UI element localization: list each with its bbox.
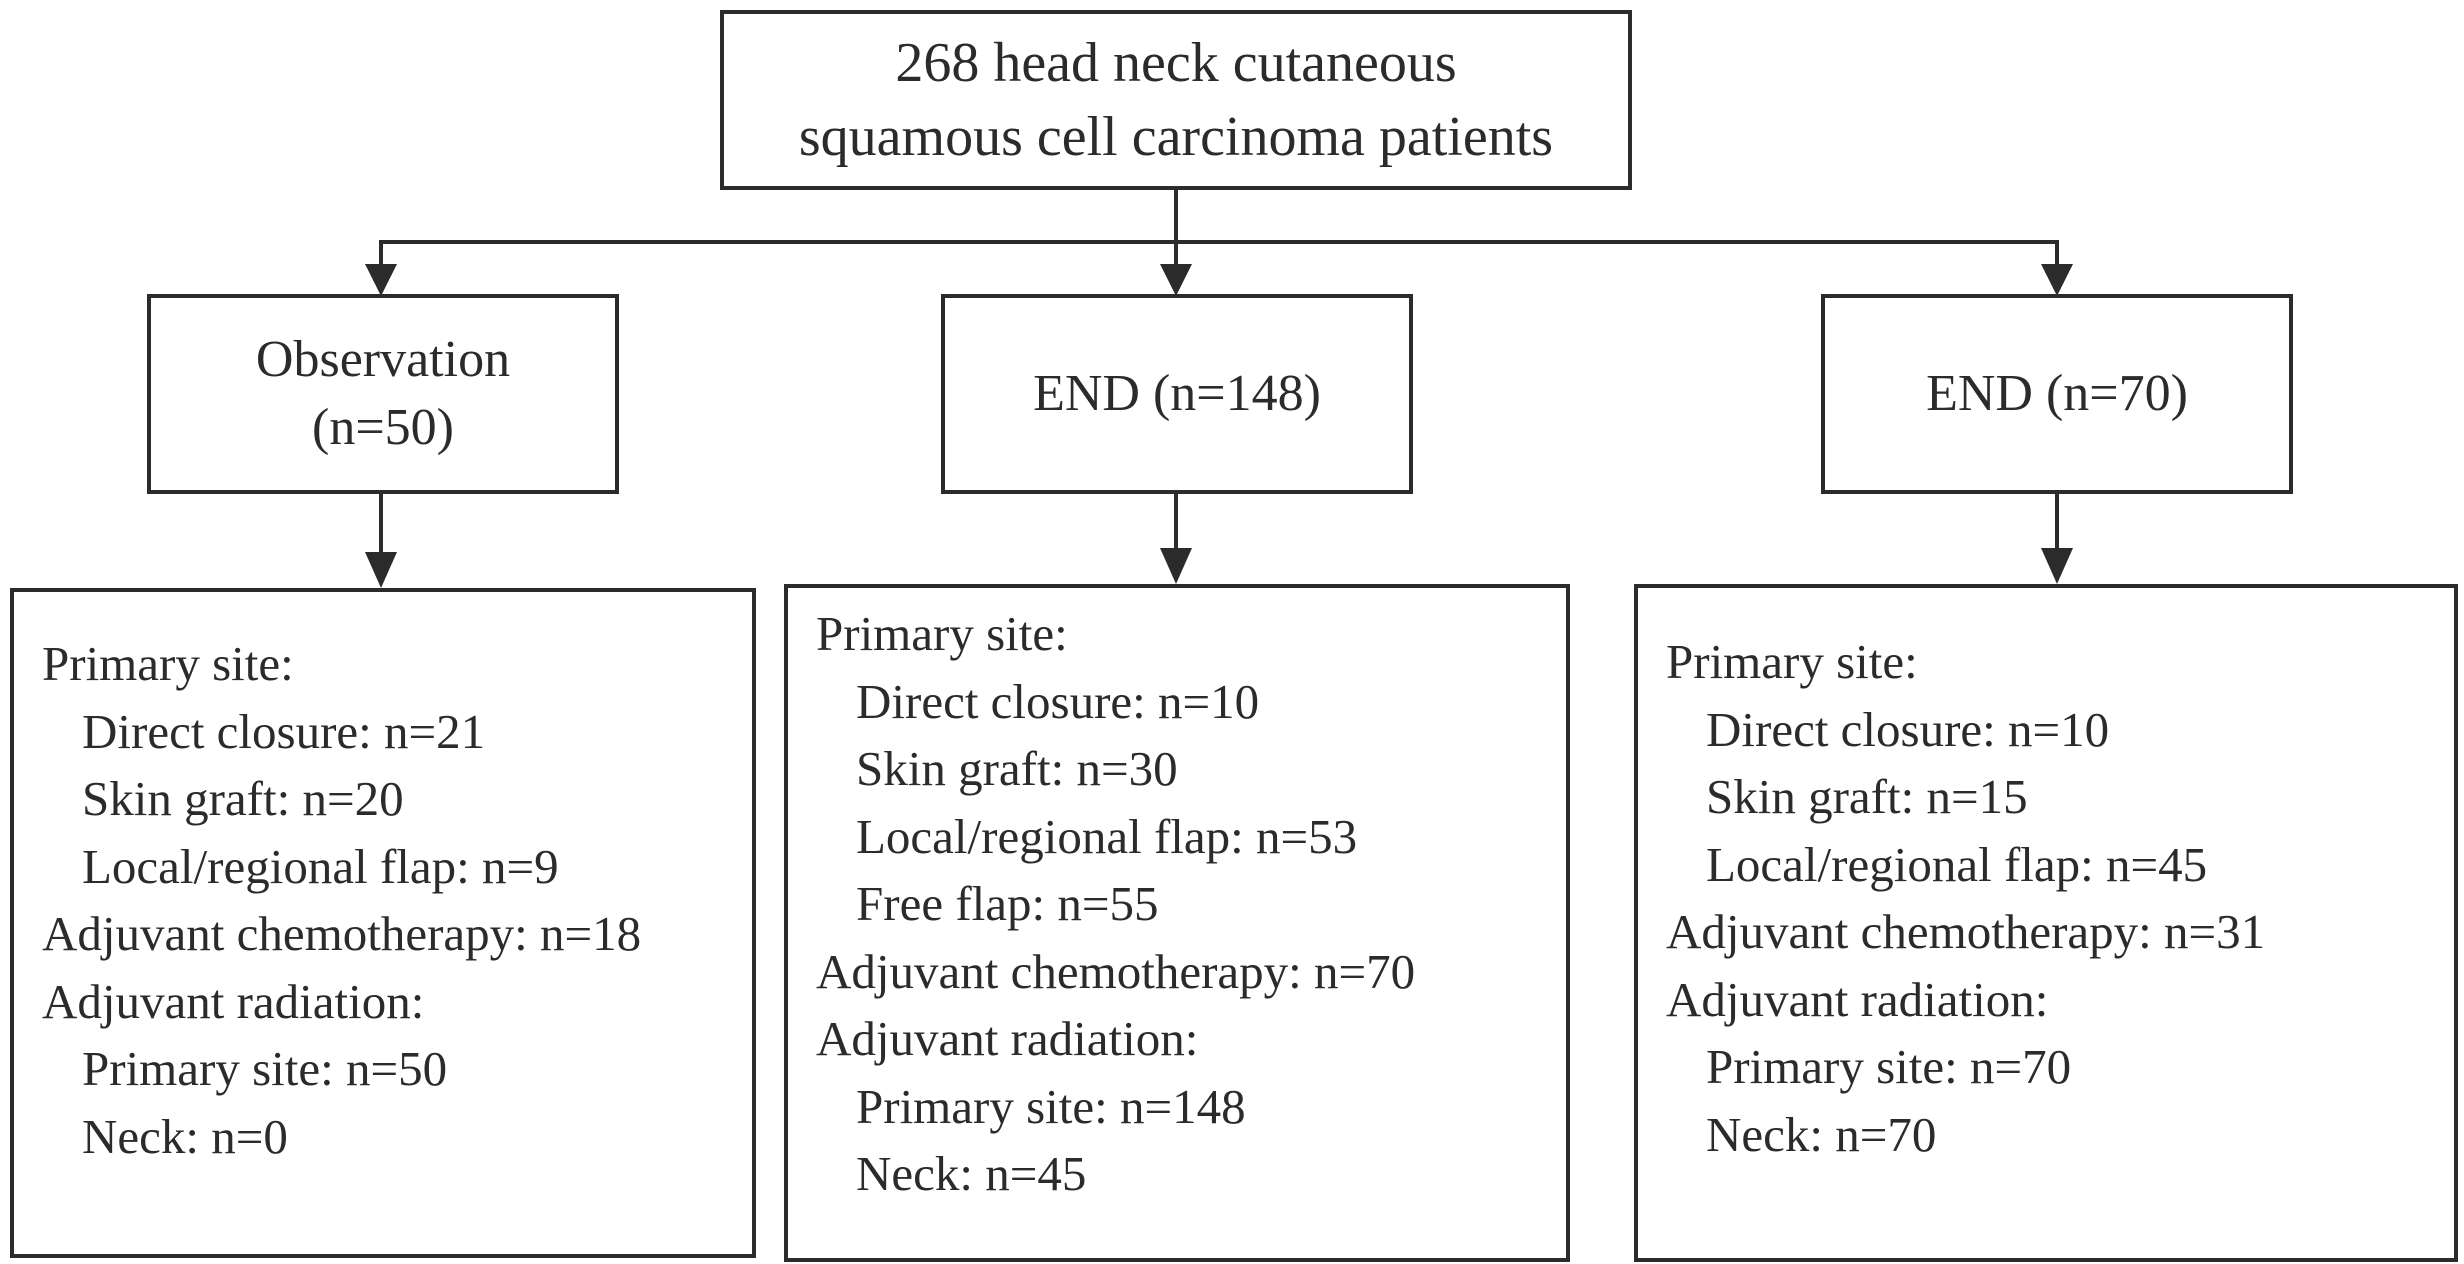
adjuvant-radiation-header: Adjuvant radiation: [42, 973, 425, 1029]
observation-title: Observation [255, 331, 511, 388]
adjuvant-radiation-header: Adjuvant radiation: [816, 1011, 1199, 1066]
arrowhead-icon [2041, 548, 2073, 584]
radiation-primary-site-item: Primary site: n=50 [82, 1041, 448, 1096]
observation-count: (n=50) [312, 399, 454, 456]
radiation-neck-item: Neck: n=0 [82, 1108, 288, 1164]
end70-box: END (n=70) [1821, 294, 2293, 494]
end70-details-box: Primary site: Direct closure: n=10 Skin … [1634, 584, 2458, 1262]
end148-details-box: Primary site: Direct closure: n=10 Skin … [784, 584, 1570, 1262]
arrowhead-icon [1160, 264, 1192, 296]
direct-closure-item: Direct closure: n=10 [1706, 701, 2110, 757]
arrowhead-icon [365, 264, 397, 296]
primary-site-header: Primary site: [1666, 634, 1918, 689]
end70-title: END (n=70) [1926, 365, 2188, 422]
arrowhead-icon [365, 552, 397, 588]
skin-graft-item: Skin graft: n=20 [82, 771, 404, 826]
skin-graft-item: Skin graft: n=15 [1706, 769, 2028, 824]
end148-title: END (n=148) [1033, 365, 1321, 422]
root-line-1: 268 head neck cutaneous [895, 32, 1457, 94]
adjuvant-radiation-header: Adjuvant radiation: [1666, 971, 2049, 1027]
skin-graft-item: Skin graft: n=30 [856, 741, 1178, 796]
root-box: 268 head neck cutaneous squamous cell ca… [720, 10, 1632, 190]
radiation-neck-item: Neck: n=70 [1706, 1106, 1937, 1162]
radiation-primary-site-item: Primary site: n=70 [1706, 1039, 2072, 1094]
arrowhead-icon [1160, 548, 1192, 584]
direct-closure-item: Direct closure: n=21 [82, 703, 486, 759]
root-line-2: squamous cell carcinoma patients [798, 106, 1554, 168]
radiation-primary-site-item: Primary site: n=148 [856, 1078, 1246, 1134]
free-flap-item: Free flap: n=55 [856, 876, 1159, 931]
adjuvant-chemo-item: Adjuvant chemotherapy: n=70 [816, 943, 1416, 999]
primary-site-header: Primary site: [816, 606, 1068, 661]
observation-box: Observation (n=50) [147, 294, 619, 494]
direct-closure-item: Direct closure: n=10 [856, 673, 1260, 729]
primary-site-header: Primary site: [42, 636, 294, 691]
radiation-neck-item: Neck: n=45 [856, 1146, 1087, 1201]
adjuvant-chemo-item: Adjuvant chemotherapy: n=18 [42, 906, 642, 961]
local-regional-flap-item: Local/regional flap: n=9 [82, 838, 559, 894]
arrowhead-icon [2041, 264, 2073, 296]
end148-box: END (n=148) [941, 294, 1413, 494]
local-regional-flap-item: Local/regional flap: n=53 [856, 808, 1358, 864]
local-regional-flap-item: Local/regional flap: n=45 [1706, 836, 2208, 892]
adjuvant-chemo-item: Adjuvant chemotherapy: n=31 [1666, 904, 2266, 959]
observation-details-box: Primary site: Direct closure: n=21 Skin … [10, 588, 756, 1258]
